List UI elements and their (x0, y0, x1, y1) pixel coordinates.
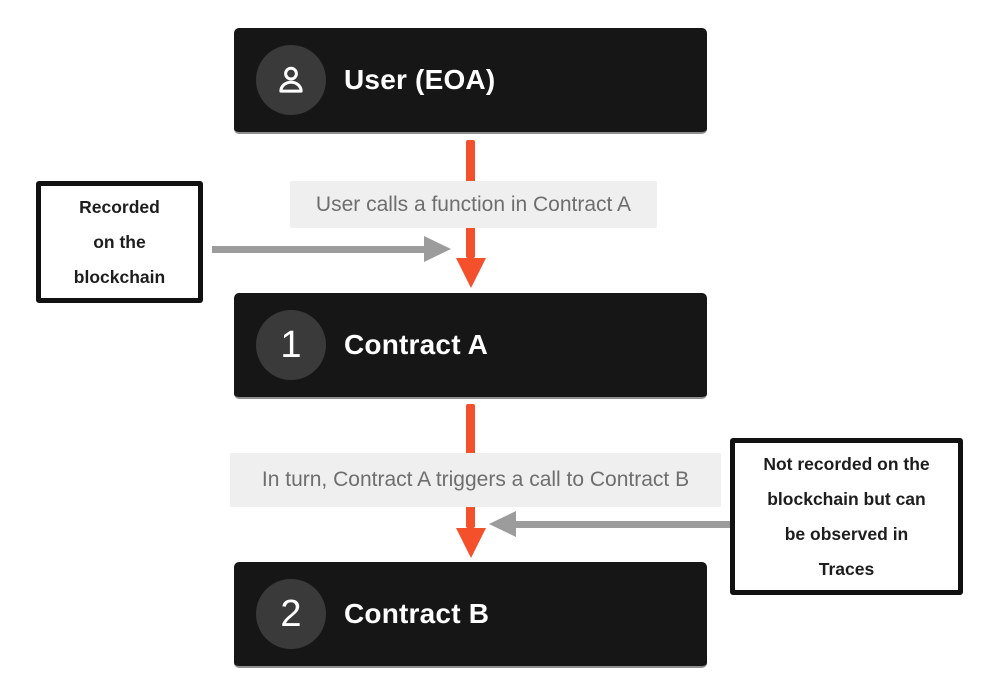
user-eoa-label: User (EOA) (344, 64, 496, 95)
gray-arrow-traces-shaft (516, 521, 730, 528)
callout-not-recorded-traces: Not recorded on the blockchain but can b… (730, 438, 963, 595)
user-icon-badge (256, 45, 326, 115)
contract-a-badge-number: 1 (280, 324, 302, 366)
contract-b-node: 2 Contract B (234, 562, 707, 668)
flow-label-contract-a-triggers: In turn, Contract A triggers a call to C… (230, 453, 721, 507)
gray-arrow-recorded-head (424, 236, 451, 262)
user-eoa-node: User (EOA) (234, 28, 707, 134)
contract-a-badge: 1 (256, 310, 326, 380)
down-arrow-2-head (456, 528, 486, 558)
gray-arrow-traces-head (489, 511, 516, 537)
contract-a-node: 1 Contract A (234, 293, 707, 399)
contract-b-badge-number: 2 (280, 593, 302, 635)
flow-label-user-calls: User calls a function in Contract A (290, 181, 657, 228)
contract-a-label: Contract A (344, 329, 489, 360)
down-arrow-1-head (456, 258, 486, 288)
user-icon (272, 61, 310, 99)
contract-b-badge: 2 (256, 579, 326, 649)
contract-b-label: Contract B (344, 598, 490, 629)
callout-recorded-on-blockchain: Recorded on the blockchain (36, 181, 203, 303)
gray-arrow-recorded-shaft (212, 246, 426, 253)
